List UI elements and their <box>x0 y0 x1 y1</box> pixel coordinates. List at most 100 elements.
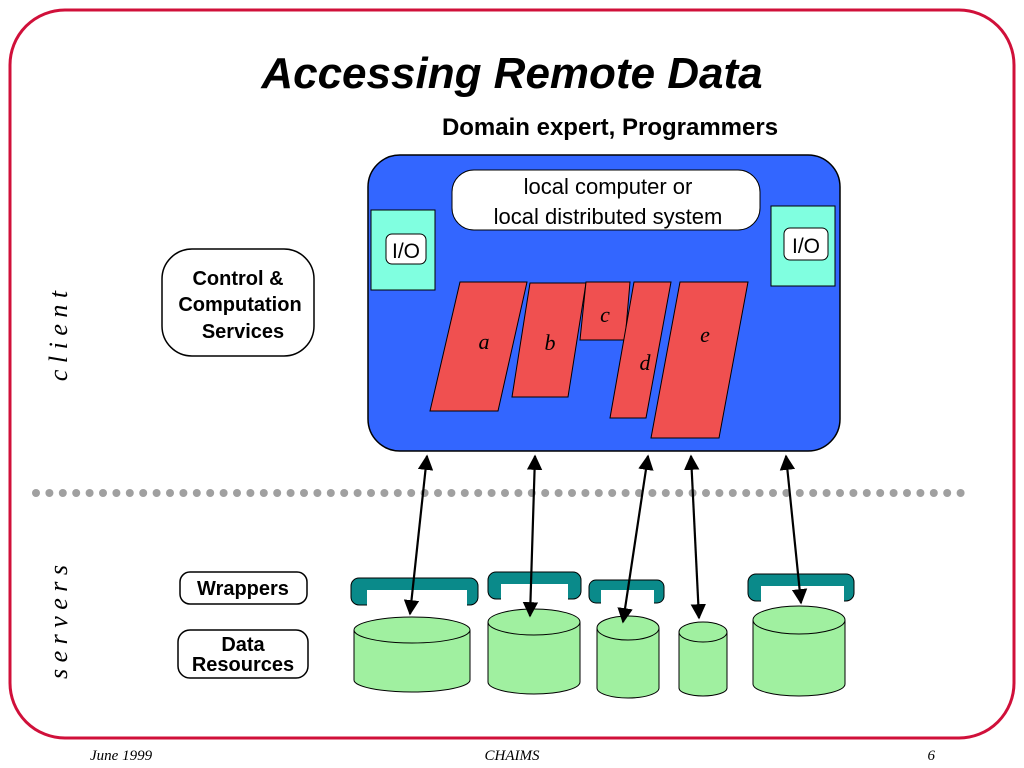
divider-dot <box>139 489 148 497</box>
module-d-label: d <box>640 350 652 375</box>
divider-dot <box>259 489 268 497</box>
arrow-2 <box>522 454 543 618</box>
divider-dot <box>206 489 215 497</box>
divider-dot <box>300 489 308 497</box>
module-a-shape <box>429 281 528 412</box>
divider-dot <box>32 489 40 497</box>
module-b-label: b <box>545 330 556 355</box>
divider-dot <box>460 489 469 497</box>
slide-subtitle: Domain expert, Programmers <box>442 114 778 141</box>
divider-dot <box>648 489 657 497</box>
arrow-1 <box>403 454 434 616</box>
divider-dot <box>608 489 617 497</box>
divider-dot <box>862 489 871 497</box>
wrappers-box <box>179 571 308 605</box>
wrapper-2 <box>487 571 582 600</box>
module-b-shape <box>511 282 587 398</box>
divider-dot <box>943 489 952 497</box>
divider-dot <box>728 489 737 497</box>
divider-dot <box>836 489 844 497</box>
local-system-line2: local distributed system <box>494 204 723 229</box>
divider-dot <box>755 489 764 497</box>
divider-dot <box>929 489 938 497</box>
divider-dot <box>246 489 255 497</box>
database-3 <box>596 615 660 699</box>
divider-dot <box>849 489 858 497</box>
servers-side-label: s e r v e r s <box>44 565 73 679</box>
wrappers-label: Wrappers <box>197 578 289 600</box>
divider-dot <box>675 489 684 497</box>
divider-dot <box>956 489 965 497</box>
divider-dot <box>380 489 389 497</box>
module-d-shape <box>609 281 672 419</box>
divider-dot <box>541 489 550 497</box>
divider-dot <box>581 489 590 497</box>
divider-dot <box>192 489 201 497</box>
slide-title: Accessing Remote Data <box>260 49 762 98</box>
divider-dot <box>112 489 121 497</box>
database-2 <box>487 608 581 695</box>
divider-dot <box>795 489 804 497</box>
divider-dot <box>233 489 241 497</box>
divider-dot <box>769 489 777 497</box>
module-a-label: a <box>479 329 490 354</box>
database-1 <box>353 616 471 693</box>
footer-page-number: 6 <box>928 748 936 764</box>
divider-dot <box>273 489 282 497</box>
divider-dot <box>99 489 107 497</box>
module-c-label: c <box>600 302 610 327</box>
data-resources-line1: Data <box>221 634 265 656</box>
local-system-label-box <box>451 169 761 231</box>
data-resources-box <box>177 629 309 679</box>
io-label-box-left <box>385 233 427 265</box>
divider-dot <box>393 489 402 497</box>
divider-dot <box>125 489 134 497</box>
arrow-5 <box>779 454 808 605</box>
divider-dot <box>501 489 509 497</box>
services-box <box>161 248 315 357</box>
wrapper-1 <box>350 577 479 608</box>
divider-dot <box>447 489 456 497</box>
divider-dot <box>554 489 563 497</box>
divider-dot <box>903 489 911 497</box>
footer-title: CHAIMS <box>485 748 540 764</box>
divider-dot <box>353 489 362 497</box>
divider-dot <box>45 489 54 497</box>
module-e-label: e <box>700 322 710 347</box>
module-e-shape <box>650 281 749 439</box>
divider-dot <box>822 489 831 497</box>
divider-dot <box>715 489 724 497</box>
io-label-box-right <box>783 227 829 261</box>
footer-date: June 1999 <box>90 748 153 764</box>
divider-dot <box>152 489 161 497</box>
divider-dot <box>876 489 885 497</box>
io-label-left: I/O <box>392 240 420 263</box>
divider-dot <box>72 489 81 497</box>
divider-dot <box>313 489 322 497</box>
client-side-label: c l i e n t <box>44 290 73 381</box>
services-line1: Control & <box>192 268 283 290</box>
divider-dot <box>340 489 349 497</box>
divider-dot <box>85 489 94 497</box>
divider-dot <box>809 489 818 497</box>
divider-dot <box>474 489 483 497</box>
divider-dot <box>487 489 496 497</box>
connection-arrows <box>403 454 808 624</box>
services-line2: Computation <box>178 294 301 316</box>
divider-dot <box>326 489 335 497</box>
divider-dot <box>594 489 603 497</box>
divider-dot <box>367 489 375 497</box>
divider-dot <box>568 489 576 497</box>
io-label-right: I/O <box>792 235 820 258</box>
database-4 <box>678 621 728 697</box>
arrow-4 <box>683 454 707 620</box>
divider-dot <box>58 489 67 497</box>
divider-dot <box>407 489 416 497</box>
divider-dot <box>702 489 710 497</box>
divider-dot <box>166 489 174 497</box>
database-5 <box>752 605 846 697</box>
divider-dot <box>889 489 898 497</box>
local-system-line1: local computer or <box>524 174 693 199</box>
divider-dot <box>179 489 188 497</box>
